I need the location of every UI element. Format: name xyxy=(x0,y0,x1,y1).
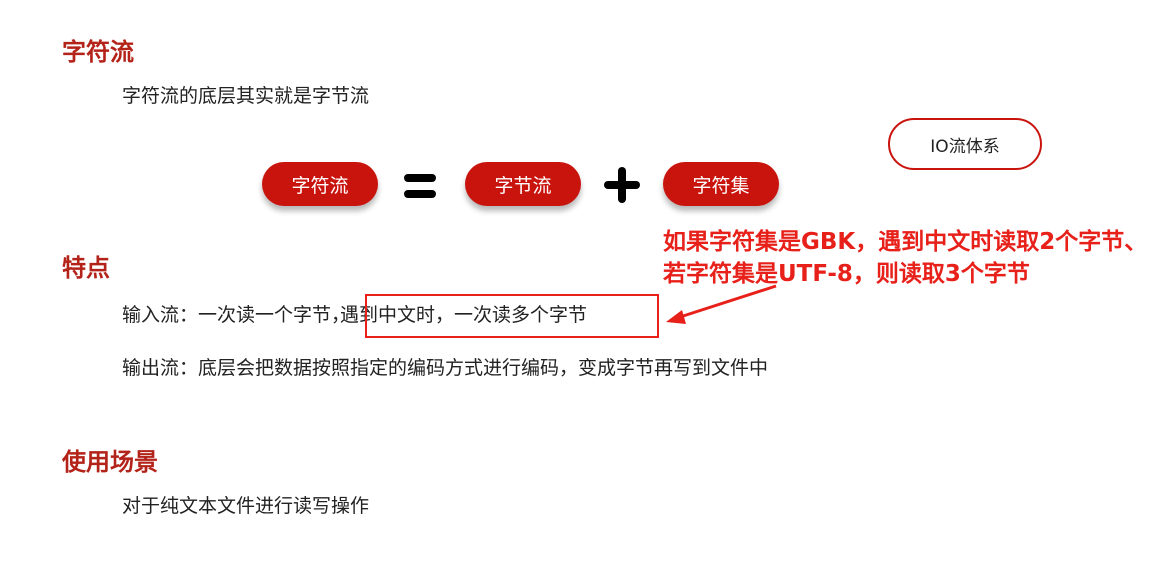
pill-byte-stream: 字节流 xyxy=(465,162,581,206)
io-system-button[interactable]: IO流体系 xyxy=(888,118,1042,170)
section-heading-char-stream: 字符流 xyxy=(62,38,134,66)
plus-sign-icon xyxy=(604,167,640,203)
section-heading-usage: 使用场景 xyxy=(62,448,158,476)
char-stream-description: 字符流的底层其实就是字节流 xyxy=(122,85,370,107)
annotation-note-line1: 如果字符集是GBK，遇到中文时读取2个字节、 xyxy=(663,229,1148,255)
usage-description: 对于纯文本文件进行读写操作 xyxy=(122,495,370,517)
equals-sign-icon xyxy=(404,174,436,198)
pill-charset: 字符集 xyxy=(663,162,779,206)
annotation-note-line2: 若字符集是UTF-8，则读取3个字节 xyxy=(663,261,1030,287)
section-heading-features: 特点 xyxy=(62,254,110,282)
pill-char-stream: 字符流 xyxy=(262,162,378,206)
output-stream-line: 输出流：底层会把数据按照指定的编码方式进行编码，变成字节再写到文件中 xyxy=(122,357,769,379)
input-stream-prefix: 输入流：一次读一个字节， xyxy=(122,304,351,326)
input-stream-highlight-text: 遇到中文时，一次读多个字节 xyxy=(340,304,588,326)
input-stream-line: 输入流：一次读一个字节，遇到中文时，一次读多个字节 xyxy=(122,306,587,325)
annotation-arrow-icon xyxy=(666,284,777,324)
highlight-box xyxy=(365,294,659,338)
